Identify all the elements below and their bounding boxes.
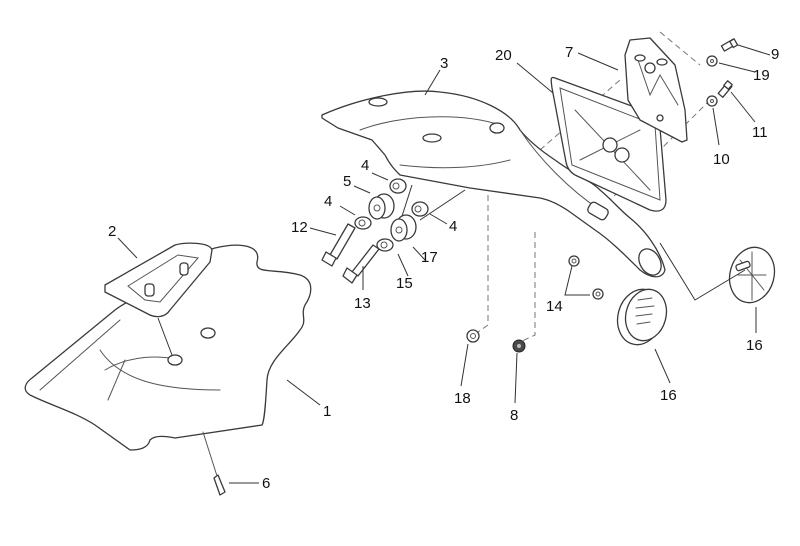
label-8: 8 [510, 407, 518, 424]
label-4b: 4 [324, 193, 332, 210]
label-17: 17 [421, 249, 438, 266]
label-7: 7 [565, 44, 573, 61]
part-13-bolt[interactable] [342, 244, 380, 284]
part-1-undertray[interactable] [24, 244, 312, 451]
part-16-reflector-lens[interactable] [612, 284, 673, 349]
label-10: 10 [713, 151, 730, 168]
part-4-spacer-right[interactable] [411, 201, 429, 217]
label-6: 6 [262, 475, 270, 492]
label-16b: 16 [746, 337, 763, 354]
part-14-nut-lower[interactable] [592, 288, 604, 300]
label-4a: 4 [361, 157, 369, 174]
part-2-bracket[interactable] [104, 242, 213, 356]
label-9: 9 [771, 46, 779, 63]
part-8-nut[interactable] [512, 339, 526, 353]
part-16-reflector-housing[interactable] [659, 242, 780, 307]
part-11-bolt[interactable] [717, 80, 733, 98]
label-14: 14 [546, 298, 563, 315]
label-12: 12 [291, 219, 308, 236]
part-17-grommet[interactable] [390, 214, 417, 242]
label-1: 1 [323, 403, 331, 420]
part-9-bolt[interactable] [720, 38, 739, 52]
label-18: 18 [454, 390, 471, 407]
label-2: 2 [108, 223, 116, 240]
part-4-spacer-left[interactable] [354, 216, 372, 230]
part-18-nut[interactable] [466, 329, 480, 343]
part-10-washer[interactable] [706, 95, 718, 107]
label-19: 19 [753, 67, 770, 84]
label-15: 15 [396, 275, 413, 292]
leader-lines [117, 44, 771, 484]
label-16a: 16 [660, 387, 677, 404]
label-20: 20 [495, 47, 512, 64]
part-6-screw[interactable] [202, 431, 226, 496]
label-11: 11 [752, 124, 768, 141]
part-3-rear-fender[interactable] [321, 90, 666, 279]
part-4-spacer-upper[interactable] [389, 178, 407, 194]
label-3: 3 [440, 55, 448, 72]
part-19-washer[interactable] [706, 55, 718, 67]
label-5: 5 [343, 173, 351, 190]
part-15-spacer[interactable] [376, 238, 394, 252]
part-14-nut-upper[interactable] [568, 255, 580, 267]
part-12-bolt[interactable] [321, 223, 356, 267]
label-13: 13 [354, 295, 371, 312]
part-labels: 1 2 3 4 5 4 4 12 17 15 13 6 20 7 9 19 11… [108, 44, 779, 492]
label-4c: 4 [449, 218, 457, 235]
part-5-grommet[interactable] [368, 193, 395, 220]
part-7-mounting-plate[interactable] [624, 37, 688, 143]
